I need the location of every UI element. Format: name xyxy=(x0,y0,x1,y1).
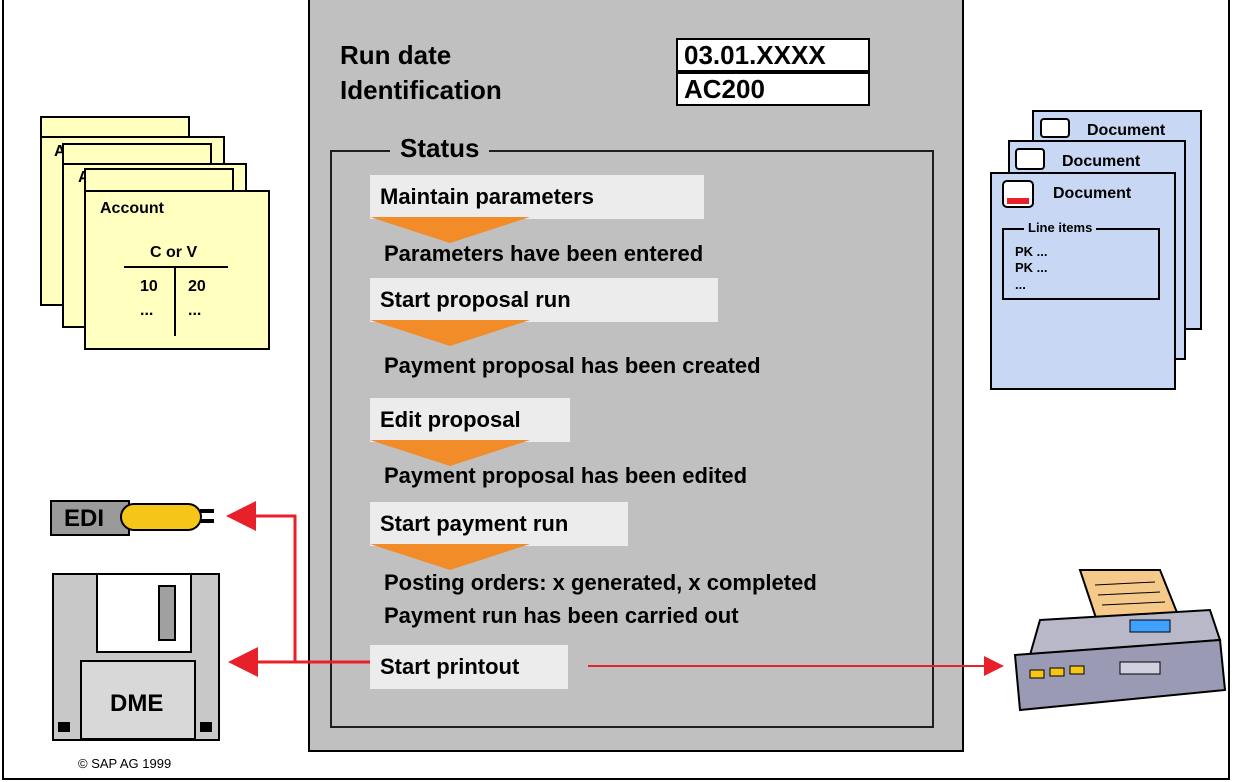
printer-icon xyxy=(1013,569,1227,712)
document-icon xyxy=(1040,118,1070,138)
cable-icon xyxy=(120,503,202,531)
step-arrow xyxy=(370,217,530,243)
edi-plug xyxy=(50,500,130,536)
dme-label: DME xyxy=(110,690,164,717)
plug-pin-icon xyxy=(200,509,214,513)
status-group xyxy=(330,150,934,728)
edi-label: EDI xyxy=(64,505,105,532)
document-icon xyxy=(1002,180,1034,208)
step-start-payment-run[interactable]: Start payment run xyxy=(370,502,628,546)
t-account-line xyxy=(124,266,228,268)
step-arrow xyxy=(370,320,530,346)
document-icon xyxy=(1015,148,1045,170)
document-title: Document xyxy=(1087,122,1166,139)
document-title: Document xyxy=(1062,153,1141,170)
copyright: © SAP AG 1999 xyxy=(78,756,172,771)
line-item: PK ... xyxy=(1015,244,1048,259)
run-date-label: Run date xyxy=(340,40,452,70)
debit-value: 10 xyxy=(140,278,158,295)
status-message: Posting orders: x generated, x completed xyxy=(384,570,817,595)
t-account-line xyxy=(174,266,176,336)
line-items-label: Line items xyxy=(1024,220,1097,235)
t-account-header: C or V xyxy=(150,244,198,261)
payment-run-panel xyxy=(308,0,964,752)
plug-pin-icon xyxy=(200,519,214,523)
line-item: ... xyxy=(1015,277,1026,292)
status-title: Status xyxy=(390,133,490,164)
step-start-proposal-run[interactable]: Start proposal run xyxy=(370,278,718,322)
document-title: Document xyxy=(1053,185,1132,202)
step-edit-proposal[interactable]: Edit proposal xyxy=(370,398,570,442)
line-item: PK ... xyxy=(1015,260,1048,275)
status-message: Parameters have been entered xyxy=(384,241,704,266)
step-maintain-parameters[interactable]: Maintain parameters xyxy=(370,175,704,219)
identification-field[interactable]: AC200 xyxy=(676,72,870,106)
credit-value: 20 xyxy=(188,278,206,295)
identification-label: Identification xyxy=(340,75,502,105)
step-start-printout[interactable]: Start printout xyxy=(370,645,568,689)
step-arrow xyxy=(370,440,530,466)
step-arrow xyxy=(370,544,530,570)
run-date-field[interactable]: 03.01.XXXX xyxy=(676,38,870,72)
edi-connector xyxy=(226,501,370,664)
debit-value: ... xyxy=(140,302,154,319)
credit-value: ... xyxy=(188,302,202,319)
status-message: Payment proposal has been edited xyxy=(384,463,748,488)
status-message: Payment run has been carried out xyxy=(384,603,739,628)
account-card-label: Account xyxy=(100,200,164,217)
status-message: Payment proposal has been created xyxy=(384,353,761,378)
